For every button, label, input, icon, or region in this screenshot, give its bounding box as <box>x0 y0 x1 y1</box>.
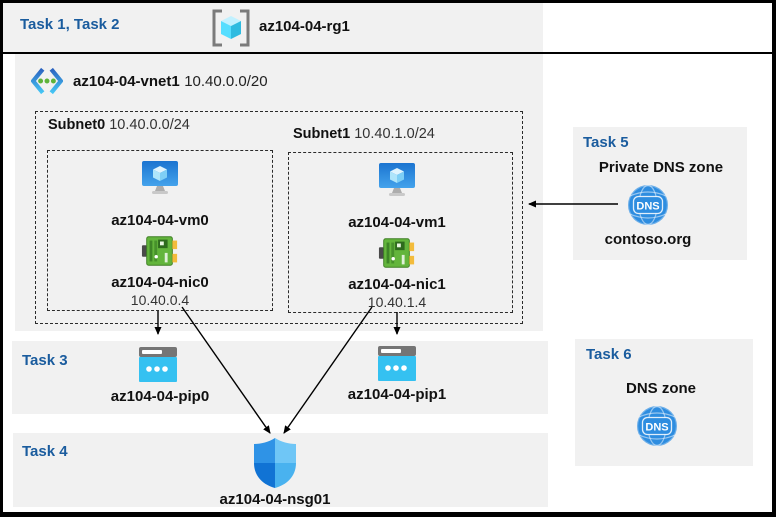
nic0-label: az104-04-nic0 <box>111 274 209 291</box>
resource-group-icon <box>212 9 250 47</box>
virtual-machine-icon <box>379 163 415 196</box>
subnet0-name: Subnet0 <box>48 117 106 133</box>
nsg-shield-icon <box>254 438 296 488</box>
task5-zone-name: contoso.org <box>604 231 692 248</box>
resource-group-name: az104-04-rg1 <box>259 18 350 35</box>
virtual-network-icon <box>31 67 63 95</box>
vnet-cidr: 10.40.0.0/20 <box>184 73 268 90</box>
subnet0-title: Subnet0 10.40.0.0/24 <box>48 117 190 133</box>
header-divider <box>3 52 772 54</box>
dns-zone-icon: DNS <box>637 405 677 447</box>
dns-badge-text: DNS <box>645 422 668 434</box>
subnet1-name: Subnet1 <box>293 126 351 142</box>
virtual-machine-icon <box>142 161 178 194</box>
subnet0-boundary <box>47 150 273 311</box>
subnet1-boundary <box>288 152 513 313</box>
task5-label: Task 5 <box>583 134 629 151</box>
vm1-label: az104-04-vm1 <box>348 214 446 231</box>
nic1-label: az104-04-nic1 <box>348 276 446 293</box>
pip1-label: az104-04-pip1 <box>347 386 447 403</box>
resource-group-band <box>3 3 543 52</box>
dns-badge-text: DNS <box>636 201 659 213</box>
subnet1-cidr: 10.40.1.0/24 <box>354 126 435 142</box>
nsg-label: az104-04-nsg01 <box>219 491 331 508</box>
subnets-boundary <box>35 111 523 324</box>
nic1-ip: 10.40.1.4 <box>367 294 427 310</box>
task6-box <box>575 339 753 466</box>
subnet0-cidr: 10.40.0.0/24 <box>109 117 190 133</box>
network-interface-icon <box>141 236 178 266</box>
nic0-ip: 10.40.0.4 <box>130 292 190 308</box>
vnet-title: az104-04-vnet1 10.40.0.0/20 <box>73 73 268 91</box>
task6-label: Task 6 <box>586 346 632 363</box>
vm0-label: az104-04-vm0 <box>111 212 209 229</box>
vnet-name: az104-04-vnet1 <box>73 73 180 90</box>
task4-label: Task 4 <box>22 443 68 460</box>
vnet-panel <box>15 54 543 331</box>
task3-label: Task 3 <box>22 352 68 369</box>
subnet1-title: Subnet1 10.40.1.0/24 <box>293 126 435 142</box>
task3-band <box>12 341 548 414</box>
dns-zone-icon: DNS <box>628 184 668 226</box>
network-interface-icon <box>378 238 415 268</box>
public-ip-icon <box>378 346 416 381</box>
task-1-2-label: Task 1, Task 2 <box>20 16 120 33</box>
pip0-label: az104-04-pip0 <box>110 388 210 405</box>
task6-title: DNS zone <box>625 380 697 397</box>
task5-title: Private DNS zone <box>598 159 724 176</box>
public-ip-icon <box>139 347 177 382</box>
